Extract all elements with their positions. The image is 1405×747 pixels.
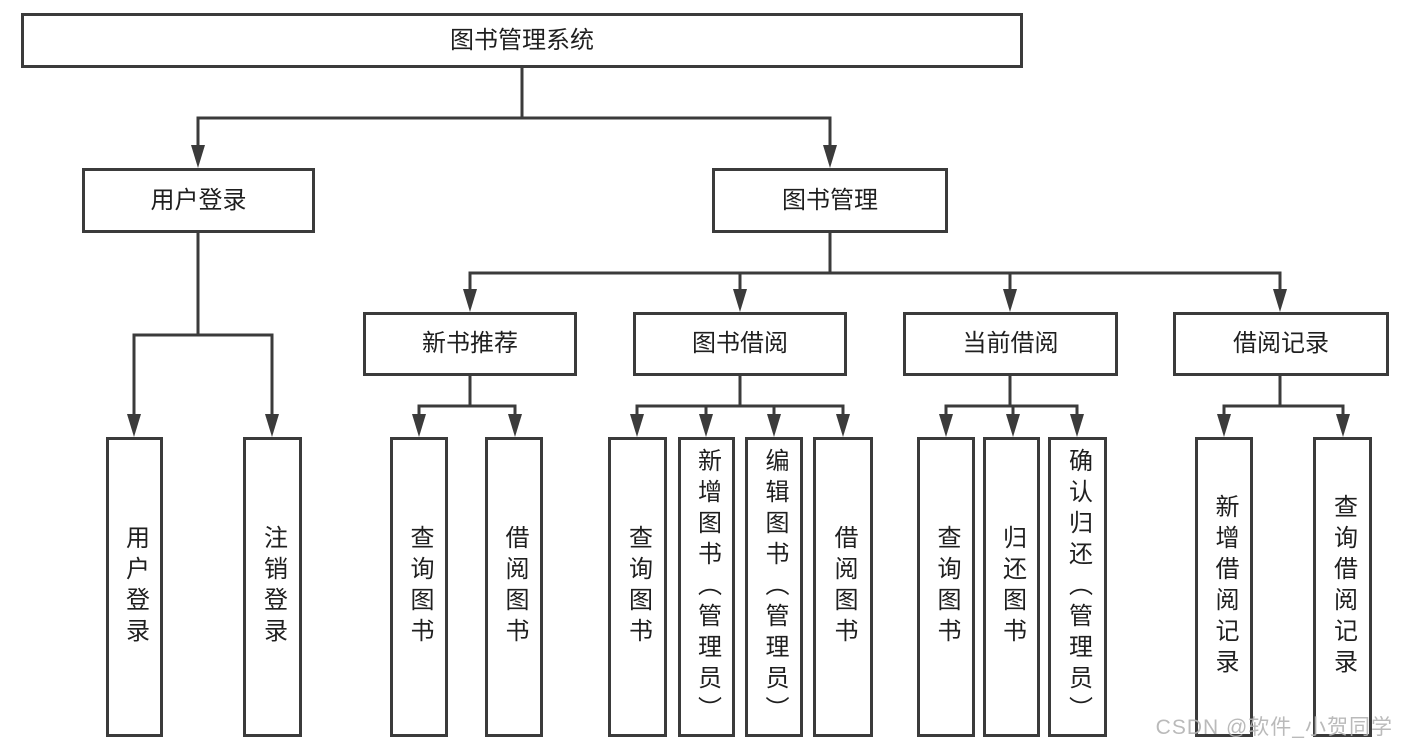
leaf-query-borrow-record: 查询借阅记录: [1313, 437, 1372, 737]
node-library-system: 图书管理系统: [21, 13, 1023, 68]
leaf-label: 新增图书（管理员）: [693, 447, 721, 727]
leaf-add-borrow-record: 新增借阅记录: [1195, 437, 1253, 737]
leaf-label: 编辑图书（管理员）: [761, 447, 788, 727]
leaf-label: 新增借阅记录: [1211, 494, 1238, 680]
leaf-label: 用户登录: [121, 525, 149, 649]
leaf-label: 注销登录: [259, 525, 287, 649]
connector-root: [191, 68, 837, 168]
connector-new-book-recommendation: [412, 376, 522, 437]
node-user-login: 用户登录: [82, 168, 315, 233]
leaf-return-books: 归还图书: [983, 437, 1040, 737]
leaf-label: 确认归还（管理员）: [1064, 447, 1092, 727]
connector-current-borrowing: [939, 376, 1084, 437]
node-borrowing-records: 借阅记录: [1173, 312, 1389, 376]
leaf-label: 查询借阅记录: [1329, 494, 1357, 680]
node-new-book-recommendation: 新书推荐: [363, 312, 577, 376]
connector-user-login: [127, 232, 279, 437]
leaf-user-login: 用户登录: [106, 437, 163, 737]
leaf-edit-book-admin: 编辑图书（管理员）: [745, 437, 803, 737]
leaf-label: 借阅图书: [501, 525, 528, 649]
leaf-add-book-admin: 新增图书（管理员）: [678, 437, 735, 737]
node-book-management: 图书管理: [712, 168, 948, 233]
leaf-query-books-borrowing: 查询图书: [608, 437, 667, 737]
connector-borrowing-records: [1217, 375, 1350, 437]
leaf-label: 借阅图书: [830, 525, 857, 649]
node-book-borrowing: 图书借阅: [633, 312, 847, 376]
node-current-borrowing: 当前借阅: [903, 312, 1118, 376]
leaf-label: 查询图书: [406, 525, 433, 649]
leaf-logout-login: 注销登录: [243, 437, 302, 737]
leaf-label: 查询图书: [933, 525, 960, 649]
leaf-borrow-books-borrowing: 借阅图书: [813, 437, 873, 737]
leaf-query-books-current: 查询图书: [917, 437, 975, 737]
leaf-label: 归还图书: [998, 525, 1026, 649]
leaf-query-books-recommend: 查询图书: [390, 437, 448, 737]
leaf-borrow-books-recommend: 借阅图书: [485, 437, 543, 737]
connector-book-management: [463, 233, 1287, 312]
leaf-label: 查询图书: [624, 525, 652, 649]
connector-book-borrowing: [630, 376, 850, 437]
leaf-confirm-return-admin: 确认归还（管理员）: [1048, 437, 1107, 737]
